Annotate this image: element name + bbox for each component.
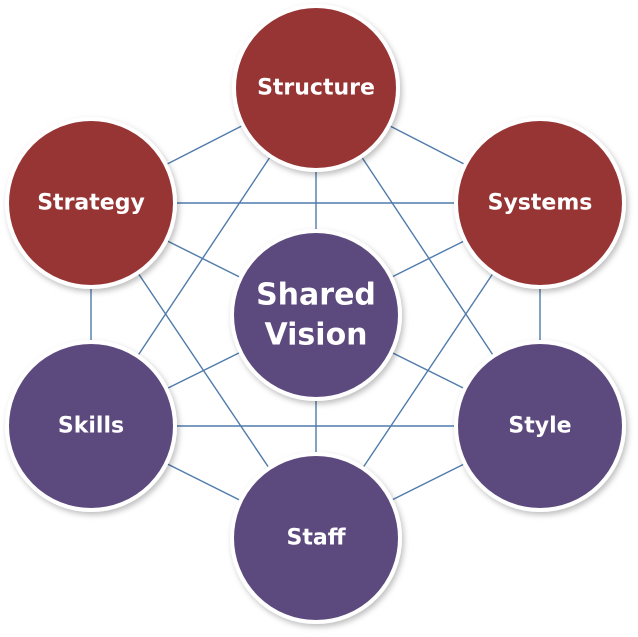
node-shared-vision-label-line2: Vision (264, 318, 367, 353)
node-shared-vision-label-line1: Shared (256, 278, 376, 313)
node-skills: Skills (5, 340, 177, 512)
node-shared-vision: Shared Vision (230, 229, 402, 401)
edge-structure-strategy (165, 124, 244, 166)
edge-skills-shared-vision (166, 351, 241, 390)
edge-structure-style (360, 155, 495, 357)
edge-systems-shared-vision (390, 239, 466, 279)
node-strategy: Strategy (5, 117, 177, 289)
node-style-label: Style (508, 414, 571, 439)
node-staff-label: Staff (286, 526, 346, 551)
node-structure-label: Structure (257, 76, 375, 101)
edge-skills-staff (165, 462, 242, 502)
node-structure: Structure (232, 4, 400, 172)
nodes-layer: Structure Strategy Systems Shared Vision… (5, 4, 626, 624)
node-systems-label: Systems (488, 191, 593, 216)
edge-style-shared-vision (390, 351, 466, 390)
node-systems: Systems (454, 117, 626, 289)
edge-structure-skills (136, 155, 272, 357)
edge-style-staff (390, 462, 466, 502)
node-style: Style (454, 340, 626, 512)
edge-structure-systems (388, 124, 466, 166)
node-staff: Staff (230, 452, 402, 624)
node-strategy-label: Strategy (37, 191, 145, 216)
node-skills-label: Skills (58, 414, 124, 439)
connector-lines (90, 124, 541, 502)
edge-strategy-shared-vision (165, 239, 242, 279)
